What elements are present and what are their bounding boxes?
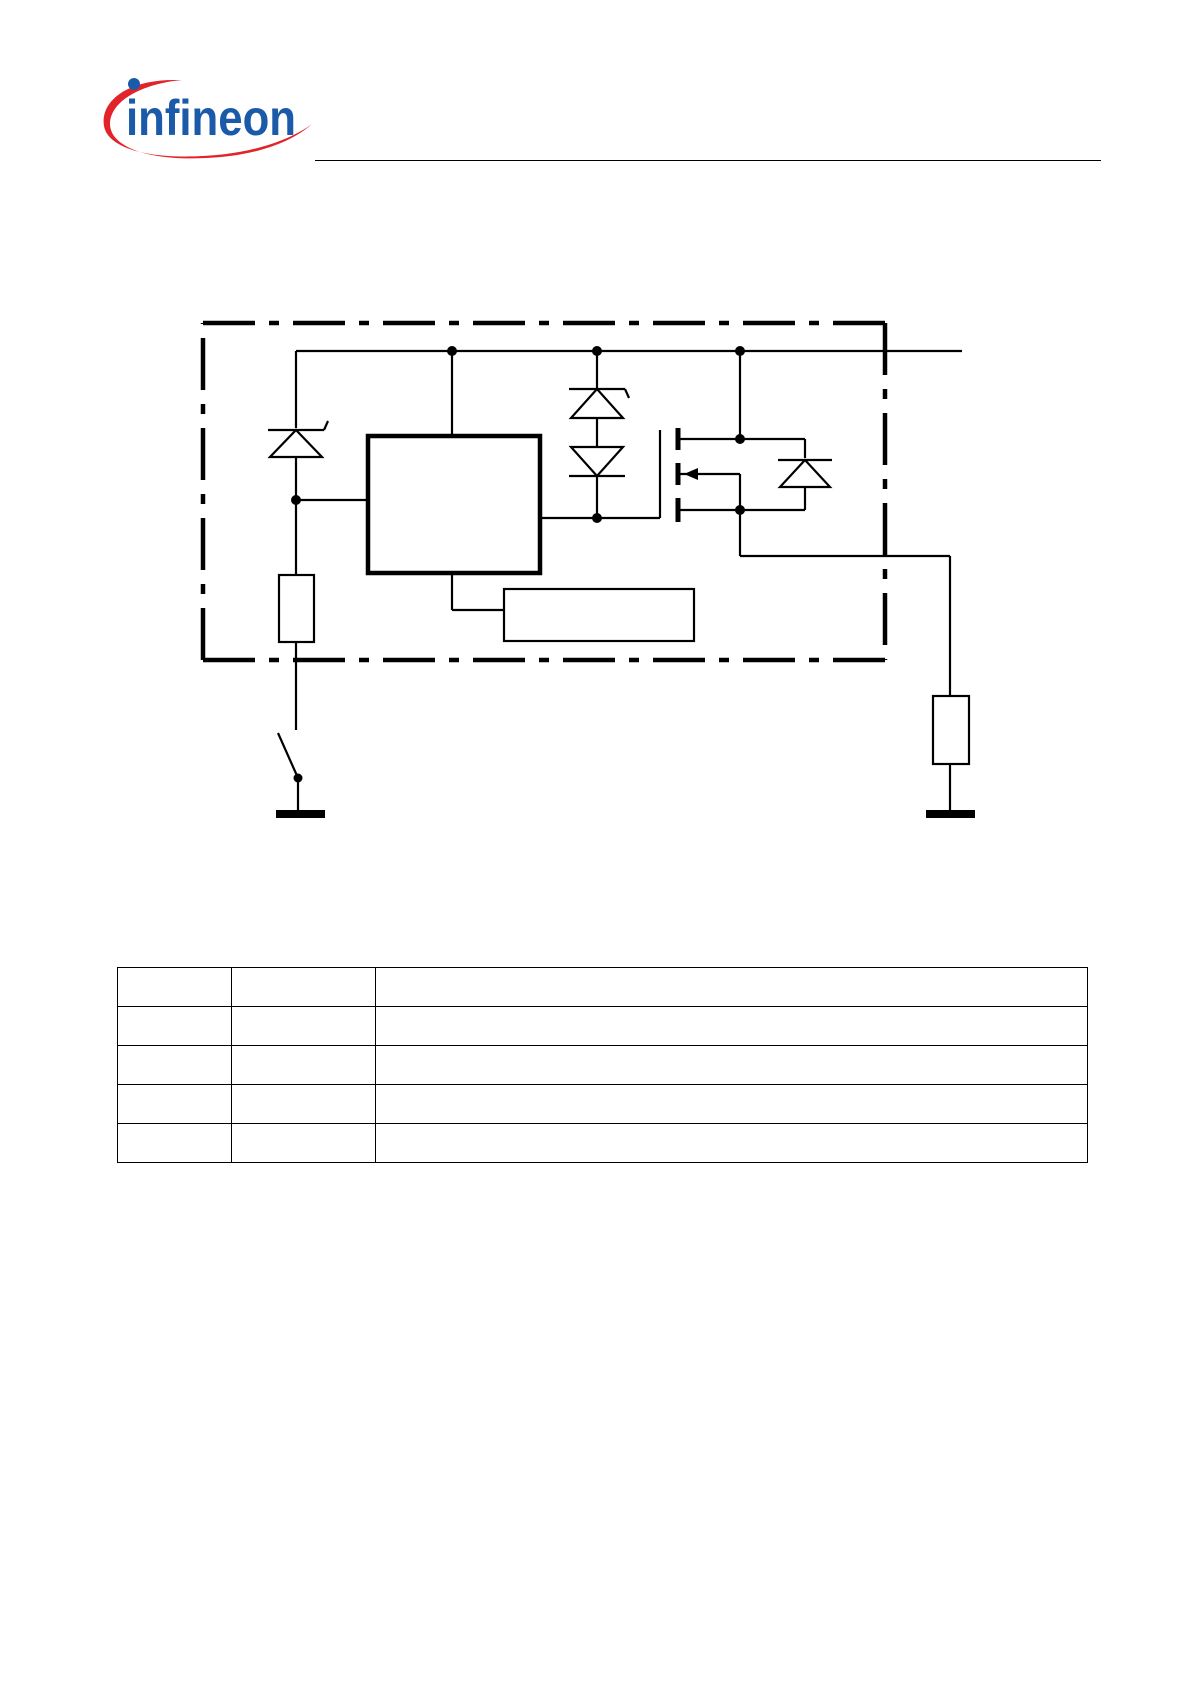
table-row <box>117 1045 1088 1085</box>
diode <box>568 445 626 478</box>
table-row <box>117 967 1088 1007</box>
mosfet <box>658 428 740 522</box>
table-cell <box>117 1084 232 1124</box>
table-cell <box>375 1084 1088 1124</box>
module-boundary <box>200 320 888 663</box>
table-cell <box>117 1045 232 1085</box>
table-cell <box>375 967 1088 1007</box>
ground-symbol <box>926 810 975 818</box>
body-diode <box>777 458 833 489</box>
resistor <box>277 573 316 644</box>
pin-table <box>117 967 1088 1163</box>
circuit-diagram <box>200 320 975 818</box>
table-cell <box>117 1123 232 1163</box>
junction-dot <box>592 513 602 523</box>
switch <box>276 732 303 783</box>
table-cell <box>117 967 232 1007</box>
header-rule <box>315 160 1101 161</box>
table-cell <box>231 1006 376 1046</box>
table-row <box>117 1123 1088 1163</box>
table-cell <box>231 1045 376 1085</box>
table-cell <box>375 1006 1088 1046</box>
table-cell <box>231 1123 376 1163</box>
zener-diode <box>568 387 631 420</box>
table-row <box>117 1084 1088 1124</box>
logo-text: infineon <box>126 90 296 146</box>
control-block <box>365 433 543 576</box>
table-cell <box>231 1084 376 1124</box>
ground-symbol <box>276 810 325 818</box>
table-row <box>117 1006 1088 1046</box>
table-cell <box>117 1006 232 1046</box>
logo-dot <box>128 78 140 90</box>
auxiliary-block <box>502 587 696 643</box>
table-cell <box>375 1045 1088 1085</box>
table-cell <box>375 1123 1088 1163</box>
load-resistor <box>931 694 971 766</box>
infineon-logo: infineon <box>103 78 312 159</box>
zener-diode <box>267 420 330 459</box>
table-cell <box>231 967 376 1007</box>
